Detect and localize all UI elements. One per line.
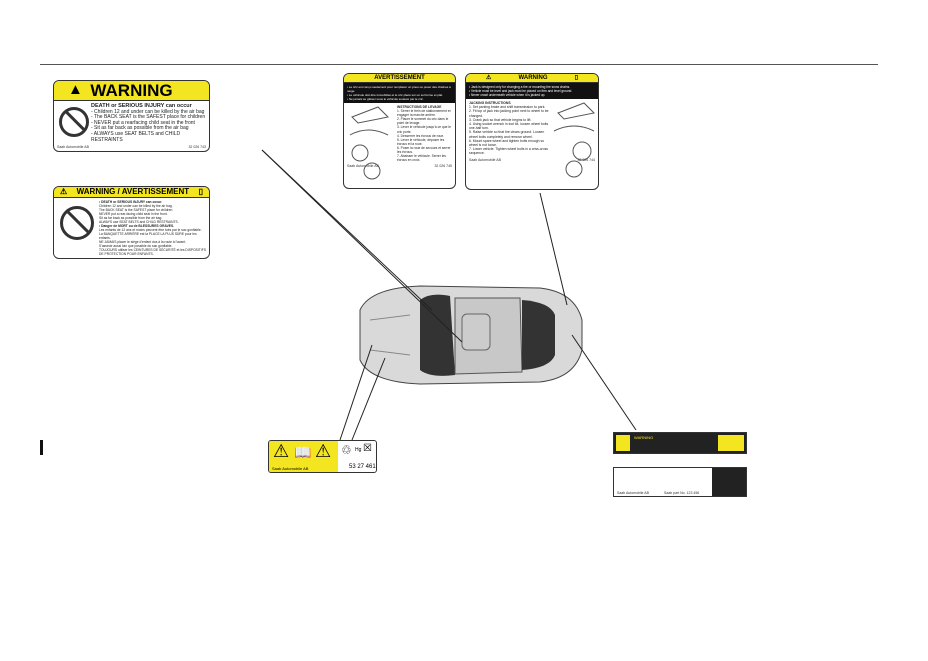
label-maker: Saab Automobile AB [347,164,379,169]
label-maker: Saab Automobile AB [469,157,501,162]
car-top-view [359,285,583,385]
label-title: WARNING / AVERTISSEMENT [76,187,190,196]
high-voltage-icon: ⚠ [315,441,332,461]
label-maker: Saab Automobile AB [617,491,649,495]
label-line: S'asseoir aussi loin que possible du sac… [99,244,173,248]
label-line: 6. Mount spare wheel and tighten bolts e… [469,138,545,148]
warning-triangle-icon: ▲ [68,81,83,98]
label-line: La BANQUETTE ARRIÈRE est la PLACE LA PLU… [99,232,197,240]
label-line: • DEATH or SERIOUS INJURY can occur. [99,200,163,204]
label-heading: INSTRUCTIONS DE LEVAGE [397,105,442,109]
label-title: AVERTISSEMENT [344,74,455,83]
label-line: - ALWAYS use SEAT BELTS and CHILD RESTRA… [91,130,181,143]
label-line: 2. Fit top of jack into jacking point ne… [469,109,549,118]
no-rear-facing-seat-icon [60,206,94,240]
label-line: • Never crawl underneath vehicle when it… [469,93,546,97]
crossed-bin-icon: ☒ [363,443,372,454]
callout-line [261,149,433,311]
callout-line [571,334,637,431]
battery-warning-label: ⚠ 📖 ⚠ Saab Automobile AB ♲ Hg ☒ 53 27 46… [268,440,377,473]
label-line: • Danger de MORT ou de BLESSURES GRAVES. [99,224,175,228]
label-line: Children 12 and under can be killed by t… [99,204,173,208]
label-line: • Vehicle must be level and jack must be… [469,89,573,93]
callout-line [539,192,568,306]
label-heading: JACKING INSTRUCTIONS [469,101,511,105]
small-warning-label: WARNING [613,432,747,454]
label-line: Sit as far back as possible from the air… [99,216,163,220]
margin-marker [40,440,43,455]
label-line: 4. Using socket wrench in tool kit, loos… [469,122,549,131]
label-line: Les enfants de 12 ans et moins peuvent ê… [99,228,202,232]
warning-triangle-icon: ⚠ [273,441,290,461]
header-rule [40,64,878,65]
label-part-number: 32 026 743 [188,145,206,150]
label-part-number: 32 026 745 [434,164,452,169]
label-line: The BACK SEAT is the SAFEST place for ch… [99,208,174,212]
airbag-warning-label-bilingual: ⚠ WARNING / AVERTISSEMENT ▯ • DEATH or S… [53,186,210,259]
jacking-illustration [349,106,390,180]
label-line: NE JAMAIS placer le siège d'enfant dos à… [99,240,187,244]
small-info-label: Saab Automobile AB Saab part No. 123 456 [613,467,747,497]
airbag-warning-label: ▲ WARNING DEATH or SERIOUS INJURY can oc… [53,80,210,153]
label-line: ALWAYS use SEAT BELTS and CHILD RESTRAIN… [99,220,179,224]
label-part-number: Saab part No. 123 456 [664,491,700,495]
callout-line [351,357,386,441]
label-line: 7. Abaisser le véhicule. Serrer les écro… [397,154,446,163]
warning-triangle-icon: ⚠ [486,75,492,81]
label-line: 1. Set parking brake and shift transmiss… [469,105,546,110]
recycle-icon: ♲ [341,443,352,457]
label-title: WARNING [90,81,173,100]
label-line: 3. Crank jack so that vehicle begins to … [469,117,532,122]
label-maker: Saab Automobile AB [272,466,309,471]
label-line: - Children 12 and under can be killed by… [91,108,205,115]
no-rear-facing-seat-icon [59,107,89,137]
warning-triangle-icon: ⚠ [60,187,68,196]
label-line: 4. Desserrer les écrous de roue. [397,133,445,138]
label-line: 7. Lower vehicle. Tighten wheel bolts in… [469,147,548,156]
label-line: NEVER put a rear-facing child seat in th… [99,212,168,216]
label-line: 1. Serrer le frein de stationnement et e… [397,109,451,118]
label-heading: DEATH or SERIOUS INJURY can occur [91,103,192,109]
label-line: - Sit as far back as possible from the a… [91,125,189,132]
label-line: 2. Placer le sommet du cric dans le poin… [397,117,449,126]
manual-book-icon: ▯ [574,75,578,81]
jacking-warning-label-french: AVERTISSEMENT • Le cric est conçu seulem… [343,73,456,189]
label-line: 6. Poser la roue de secours et serrer le… [397,145,451,155]
label-line: - NEVER put a rearfacing child seat in t… [91,119,195,126]
label-line: 3. Lever le véhicule jusqu'à ce que le c… [397,125,451,134]
callout-line [339,344,373,441]
manual-book-icon: ▯ [198,187,203,196]
label-line: TOUJOURS utiliser les CEINTURES DE SÉCUR… [99,248,206,256]
jacking-warning-label: ⚠ WARNING ▯ • Jack is designed only for … [465,73,599,190]
label-line: • Jack is designed only for changing a t… [469,85,571,89]
label-title: WARNING [518,75,548,81]
label-line: • Le cric est conçu seulement pour rempl… [347,85,451,93]
label-maker: Saab Automobile AB [57,145,89,150]
label-line: • Le véhicule doit être immobilisé et le… [347,93,443,97]
label-title: WARNING [634,435,654,440]
label-part-number: 32 026 744 [577,157,595,162]
label-line: 5. Raise vehicle so that tire clears gro… [469,130,545,139]
label-line: 5. Lever le véhicule, déposer les écrous… [397,137,445,146]
label-line: - The BACK SEAT is the SAFEST place for … [91,114,206,121]
manual-book-icon: 📖 [294,444,312,460]
label-line: • Ne jamais se glisser sous le véhicule … [347,97,424,101]
mercury-symbol: Hg [355,447,362,453]
jacking-illustration [553,102,596,178]
label-part-number: 53 27 461 [349,464,376,470]
